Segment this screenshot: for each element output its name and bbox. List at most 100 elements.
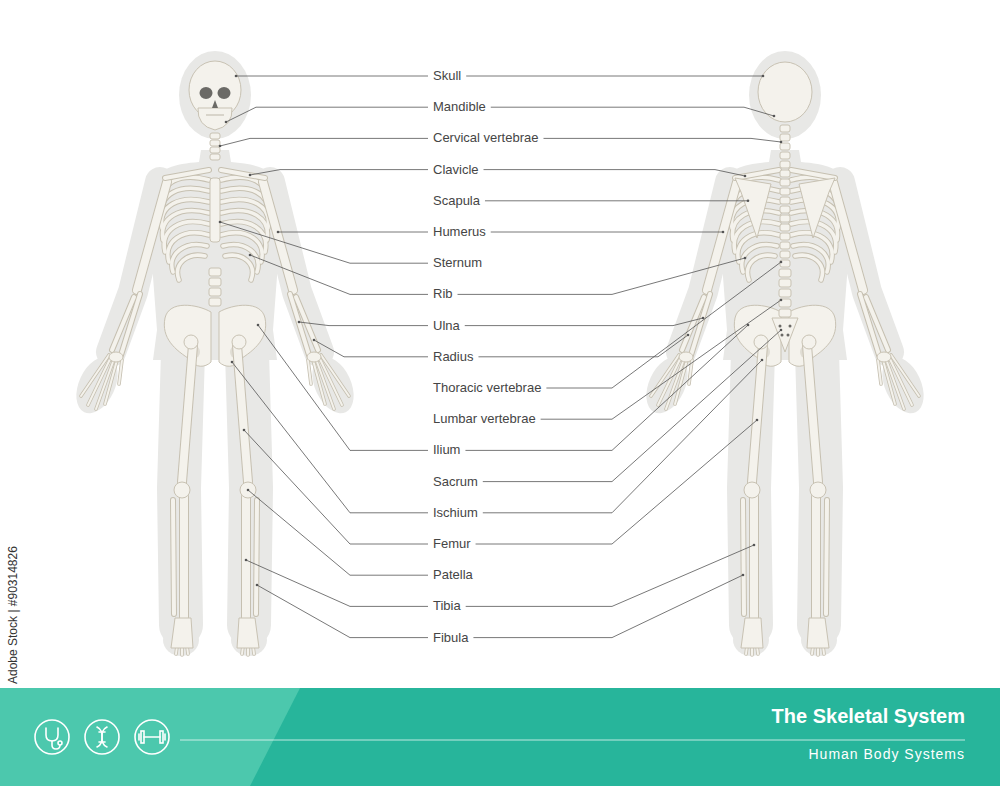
part-label: Sternum (433, 255, 482, 271)
part-label: Radius (433, 349, 473, 365)
leader-dot (722, 231, 725, 234)
leader-dot (249, 174, 252, 177)
illustration-part (210, 178, 220, 242)
part-label: Ischium (433, 505, 478, 521)
part-label: Thoracic vertebrae (433, 380, 541, 396)
illustration-part (780, 224, 790, 231)
leader-dot (687, 334, 690, 337)
watermark: Adobe Stock | #90314826 (6, 546, 20, 684)
leader-line (544, 138, 782, 142)
illustration-part (206, 115, 224, 116)
front-skeleton (68, 51, 362, 656)
illustration-part (787, 334, 790, 337)
leader-dot (742, 574, 745, 577)
illustration-part (780, 251, 790, 258)
leader-line (246, 560, 428, 606)
back-skeleton (638, 51, 932, 656)
leader-line (491, 107, 774, 116)
subtitle: Human Body Systems (809, 746, 966, 763)
leader-line (476, 420, 757, 544)
leader-dot (257, 324, 260, 327)
illustration-part (779, 309, 791, 317)
leader-line (236, 76, 428, 77)
illustration-part (780, 197, 790, 204)
illustration-part (780, 125, 790, 132)
leader-dot (780, 299, 783, 302)
illustration-part (780, 242, 790, 249)
illustration-part (779, 325, 782, 328)
leader-dot (780, 261, 783, 264)
leader-line (220, 222, 428, 263)
illustration-part (209, 278, 221, 286)
leader-line (465, 318, 703, 326)
spine (779, 125, 791, 317)
leader-line (473, 575, 743, 638)
part-label: Sacrum (433, 474, 478, 490)
leader-line (299, 322, 428, 326)
illustration-part (46, 728, 58, 741)
leader-dot (762, 75, 765, 78)
illustration-part (780, 161, 790, 168)
illustration-part (210, 133, 220, 139)
illustration-part (164, 734, 166, 740)
leader-line (244, 430, 428, 544)
part-label: Tibia (433, 598, 461, 614)
leader-line (248, 490, 428, 575)
part-label: Skull (433, 68, 461, 84)
part-label: Patella (433, 567, 473, 583)
illustration-part (209, 288, 221, 296)
illustration-part (779, 269, 791, 277)
leader-dot (247, 489, 250, 492)
leader-dot (243, 429, 246, 432)
illustration-part (218, 87, 231, 99)
illustration-part (0, 688, 1000, 786)
leader-line (466, 545, 754, 606)
illustration-part (209, 298, 221, 306)
leader-line (232, 362, 428, 513)
illustration-part (81, 170, 211, 655)
illustration-part (219, 170, 349, 655)
part-label: Femur (433, 536, 471, 552)
leader-dot (256, 584, 259, 587)
leader-line (314, 340, 428, 357)
illustration-part (138, 734, 140, 740)
leader-line (485, 200, 748, 201)
leader-dot (780, 329, 783, 332)
leader-dot (744, 175, 747, 178)
illustration-part (144, 736, 160, 738)
illustration-part (780, 134, 790, 141)
illustration-part (780, 206, 790, 213)
illustration-part (212, 100, 218, 108)
leader-dot (249, 254, 252, 257)
leader-line (258, 325, 428, 450)
leader-dot (702, 317, 705, 320)
leader-line (278, 232, 428, 233)
leader-dot (747, 199, 750, 202)
illustration-part (97, 727, 107, 747)
leader-dot (219, 145, 222, 148)
illustration-part (781, 334, 784, 337)
illustration-part (85, 720, 119, 754)
illustration-part (58, 741, 62, 745)
illustration-part (210, 147, 220, 153)
footer-band (0, 688, 1000, 786)
part-label: Rib (433, 286, 453, 302)
leader-line (483, 330, 781, 482)
illustration-part (179, 51, 251, 139)
illustration-part (200, 87, 213, 99)
part-label: Mandible (433, 99, 486, 115)
illustration-part (780, 188, 790, 195)
illustration-part (141, 731, 144, 743)
leader-line (250, 170, 428, 175)
part-label: Clavicle (433, 162, 479, 178)
illustration-part (99, 731, 105, 733)
illustration-part (638, 150, 785, 656)
illustration-part (799, 178, 835, 238)
leader-line (491, 232, 723, 233)
leader-line (466, 76, 763, 77)
illustration-part (780, 233, 790, 240)
leader-dot (747, 324, 750, 327)
illustration-part (210, 154, 220, 160)
leader-dot (277, 231, 280, 234)
illustration-part (780, 170, 790, 177)
